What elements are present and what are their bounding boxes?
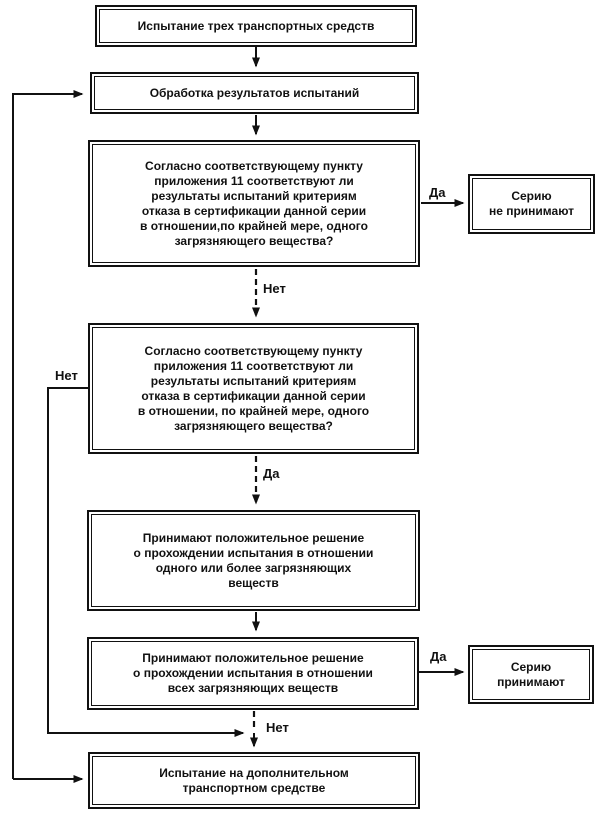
node-test-three-vehicles-label: Испытание трех транспортных средств	[99, 9, 413, 43]
edge-q2-no	[47, 387, 245, 737]
node-decision-one-or-more: Принимают положительное решение о прохож…	[87, 510, 420, 611]
node-series-accepted-label: Серию принимают	[472, 649, 590, 700]
edge-label-q1-yes: Да	[429, 185, 446, 200]
edge-label-q3-yes: Да	[430, 649, 447, 664]
node-processing-results-label: Обработка результатов испытаний	[94, 76, 415, 110]
node-question-fail-criteria: Согласно соответствующему пункту приложе…	[88, 140, 420, 267]
node-series-rejected-label: Серию не принимают	[472, 178, 591, 230]
node-decision-one-or-more-label: Принимают положительное решение о прохож…	[91, 514, 416, 607]
node-question-pass-criteria-label: Согласно соответствующему пункту приложе…	[92, 327, 415, 450]
node-decision-all-label: Принимают положительное решение о прохож…	[91, 641, 415, 706]
node-additional-vehicle-test: Испытание на дополнительном транспортном…	[88, 752, 420, 809]
node-question-fail-criteria-label: Согласно соответствующему пункту приложе…	[92, 144, 416, 263]
node-question-pass-criteria: Согласно соответствующему пункту приложе…	[88, 323, 419, 454]
node-additional-vehicle-test-label: Испытание на дополнительном транспортном…	[92, 756, 416, 805]
node-test-three-vehicles: Испытание трех транспортных средств	[95, 5, 417, 47]
edge-label-q2-no: Нет	[55, 368, 78, 383]
node-series-accepted: Серию принимают	[468, 645, 594, 704]
node-processing-results: Обработка результатов испытаний	[90, 72, 419, 114]
node-decision-all: Принимают положительное решение о прохож…	[87, 637, 419, 710]
edge-label-q1-no: Нет	[263, 281, 286, 296]
node-series-rejected: Серию не принимают	[468, 174, 595, 234]
edge-label-q3-no: Нет	[266, 720, 289, 735]
edge-label-q2-yes: Да	[263, 466, 280, 481]
edge-loop-to-processing	[12, 90, 84, 779]
